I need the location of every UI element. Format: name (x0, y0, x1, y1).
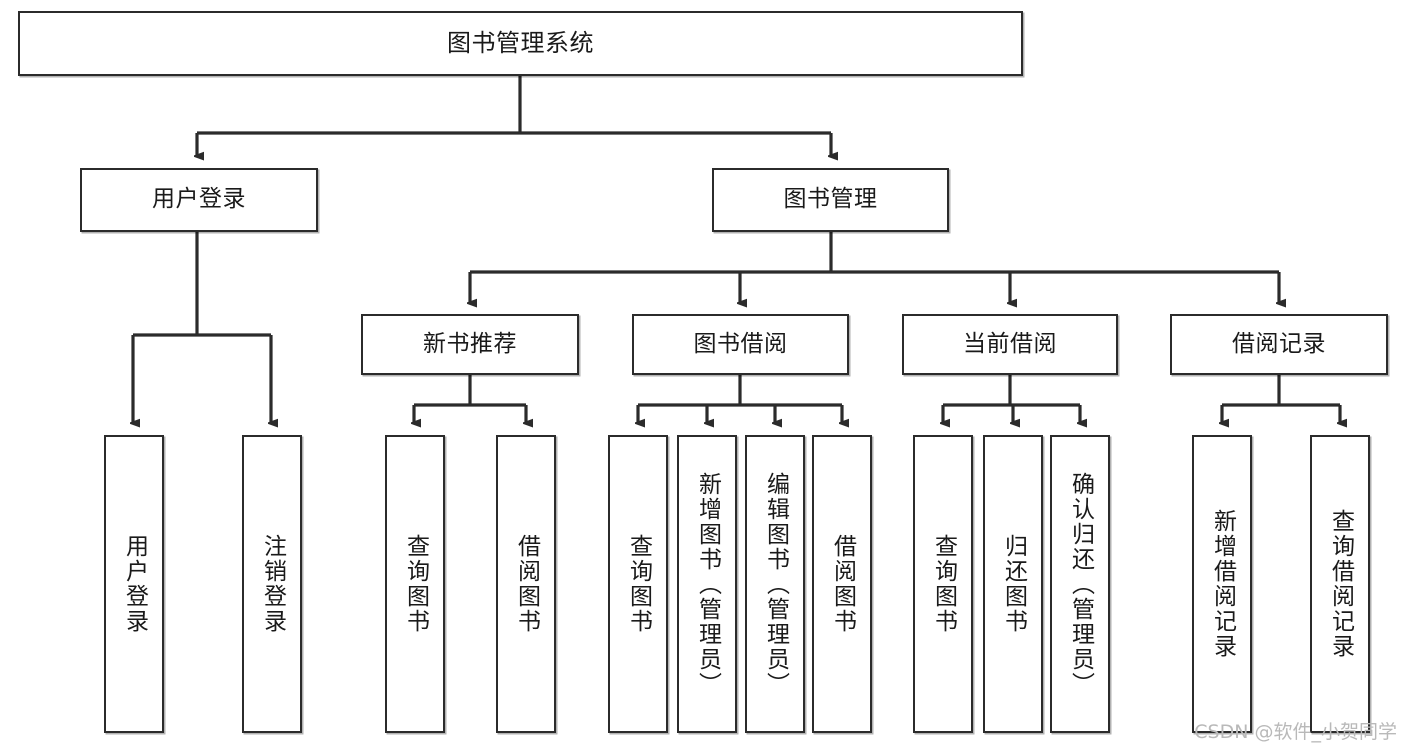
node-new-book-recommend[interactable]: 新书推荐 (361, 314, 579, 375)
node-user-login[interactable]: 用户登录 (80, 168, 318, 232)
node-label: 查询图书 (930, 534, 957, 634)
node-borrow-record[interactable]: 借阅记录 (1170, 314, 1388, 375)
node-leaf-confirm-return[interactable]: 确认归还（管理员） (1050, 435, 1110, 733)
node-book-management[interactable]: 图书管理 (712, 168, 949, 232)
node-label: 新书推荐 (423, 330, 517, 357)
node-label: 图书借阅 (693, 330, 788, 357)
node-book-borrow[interactable]: 图书借阅 (632, 314, 849, 375)
node-label: 借阅图书 (513, 534, 540, 634)
node-current-borrow[interactable]: 当前借阅 (902, 314, 1118, 375)
node-leaf-user-login[interactable]: 用户登录 (104, 435, 164, 733)
node-label: 编辑图书（管理员） (762, 471, 789, 697)
node-label: 新增借阅记录 (1209, 509, 1236, 659)
node-leaf-return-book[interactable]: 归还图书 (983, 435, 1043, 733)
node-label: 查询借阅记录 (1327, 509, 1354, 659)
node-leaf-borrow-book-1[interactable]: 借阅图书 (496, 435, 556, 733)
node-leaf-query-book-3[interactable]: 查询图书 (913, 435, 973, 733)
node-label: 借阅图书 (829, 534, 856, 634)
node-label: 确认归还（管理员） (1067, 471, 1094, 697)
node-leaf-query-record[interactable]: 查询借阅记录 (1310, 435, 1370, 733)
node-leaf-logout-login[interactable]: 注销登录 (242, 435, 302, 733)
node-leaf-add-book[interactable]: 新增图书（管理员） (677, 435, 737, 733)
node-root-system[interactable]: 图书管理系统 (18, 11, 1023, 76)
node-leaf-borrow-book-2[interactable]: 借阅图书 (812, 435, 872, 733)
node-label: 查询图书 (625, 534, 652, 634)
csdn-watermark: CSDN @软件_小贺同学 (1194, 721, 1397, 743)
node-leaf-query-book-1[interactable]: 查询图书 (385, 435, 445, 733)
node-label: 当前借阅 (963, 330, 1057, 357)
node-label: 借阅记录 (1232, 330, 1326, 357)
node-leaf-edit-book[interactable]: 编辑图书（管理员） (745, 435, 805, 733)
node-leaf-query-book-2[interactable]: 查询图书 (608, 435, 668, 733)
node-label: 查询图书 (402, 534, 429, 634)
node-label: 图书管理 (783, 186, 878, 213)
node-leaf-add-record[interactable]: 新增借阅记录 (1192, 435, 1252, 733)
node-label: 用户登录 (152, 186, 246, 213)
node-label: 图书管理系统 (447, 29, 594, 58)
node-label: 归还图书 (1000, 534, 1027, 634)
node-label: 注销登录 (259, 534, 286, 634)
node-label: 新增图书（管理员） (694, 471, 721, 697)
node-label: 用户登录 (121, 534, 148, 634)
